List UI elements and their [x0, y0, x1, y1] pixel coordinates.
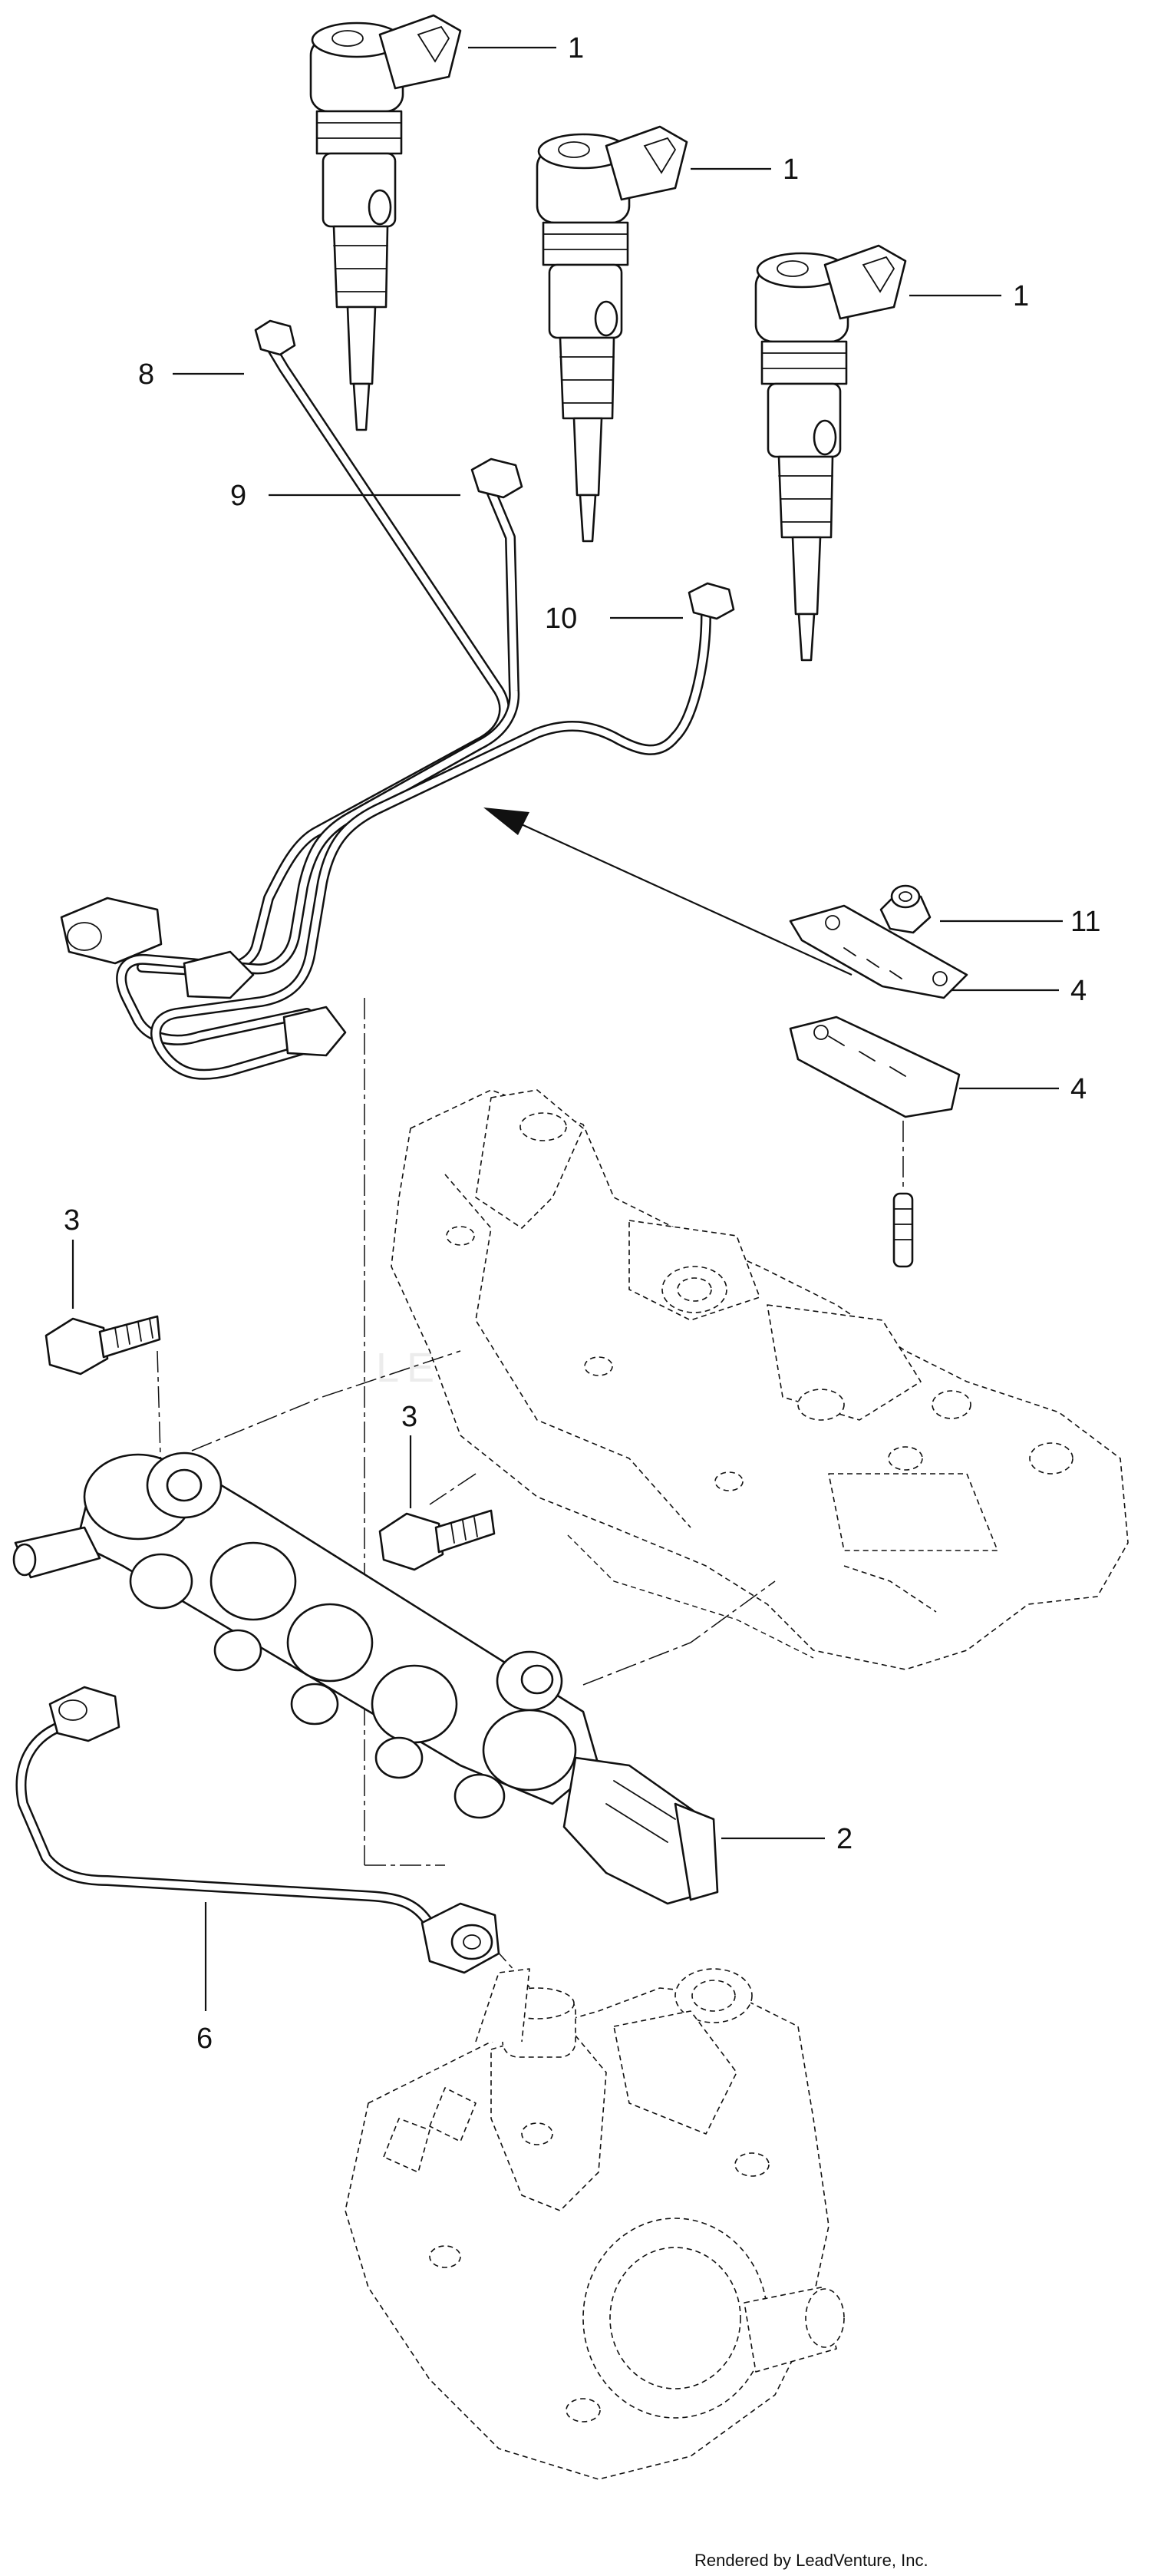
rail-pressure-sensor-2[interactable] [562, 1756, 719, 1905]
injector-3[interactable] [754, 244, 907, 662]
bolt-3-left[interactable] [45, 1315, 161, 1376]
callout-3a-label: 3 [64, 1204, 80, 1237]
cylinder-head-reference [391, 1089, 1129, 1670]
callout-6: 6 [196, 1902, 213, 2055]
pipe-clamp-lower[interactable] [789, 1016, 961, 1118]
callout-1b: 1 [691, 154, 799, 186]
callout-1c-label: 1 [1013, 280, 1029, 312]
callout-4a: 4 [951, 975, 1087, 1007]
callout-1c: 1 [909, 280, 1029, 312]
injection-pipe-9[interactable] [116, 457, 523, 1045]
callout-1a: 1 [468, 32, 584, 64]
callout-3b: 3 [401, 1401, 417, 1508]
common-rail[interactable] [12, 1451, 600, 1819]
bolt-3-right[interactable] [378, 1509, 496, 1571]
callout-4b-label: 4 [1070, 1073, 1087, 1105]
callout-1a-label: 1 [568, 32, 584, 64]
high-pressure-pipe-6[interactable] [15, 1686, 500, 1974]
injector-1[interactable] [309, 14, 462, 431]
assembly-direction-arrow [483, 807, 853, 976]
callout-9: 9 [230, 480, 460, 512]
clamp-nut-11[interactable] [879, 884, 932, 934]
callout-10: 10 [545, 603, 683, 635]
callout-4b: 4 [959, 1073, 1087, 1105]
callout-11-label: 11 [1070, 906, 1100, 938]
callout-2-label: 2 [836, 1823, 853, 1855]
callout-11: 11 [940, 906, 1100, 938]
callout-9-label: 9 [230, 480, 246, 512]
injector-2[interactable] [536, 125, 688, 543]
pipe-end-nut-9 [183, 950, 255, 999]
render-credit: Rendered by LeadVenture, Inc. [694, 2551, 928, 2570]
injection-pipe-10[interactable] [150, 582, 735, 1080]
callout-8-label: 8 [138, 358, 154, 391]
callout-4a-label: 4 [1070, 975, 1087, 1007]
callout-3b-label: 3 [401, 1401, 417, 1433]
clamp-stud [892, 1192, 914, 1268]
injection-pump-reference [345, 1968, 845, 2480]
pipe-clamp-upper[interactable] [789, 904, 968, 999]
pipe-end-nut-8 [60, 897, 163, 965]
callout-10-label: 10 [545, 603, 577, 635]
callout-8: 8 [138, 358, 244, 391]
callout-3a: 3 [64, 1204, 80, 1309]
callout-2: 2 [721, 1823, 853, 1855]
callout-6-label: 6 [196, 2023, 213, 2055]
callout-1b-label: 1 [783, 154, 799, 186]
pipe-end-nut-10 [282, 1006, 347, 1057]
